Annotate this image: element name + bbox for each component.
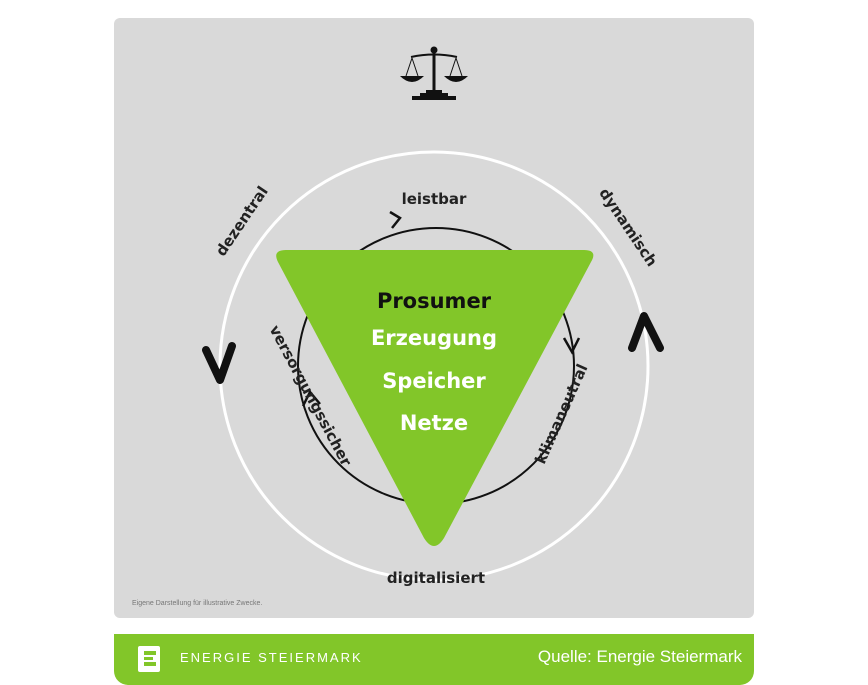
cycle-diagram: Prosumer Erzeugung Speicher Netze dezent… (202, 46, 664, 587)
energie-steiermark-logo-icon (138, 646, 160, 672)
center-item-erzeugung: Erzeugung (371, 326, 497, 350)
scales-of-justice-icon (400, 46, 468, 100)
illustration-note: Eigene Darstellung für illustrative Zwec… (132, 600, 263, 607)
label-digitalisiert: digitalisiert (387, 569, 485, 587)
label-klimaneutral: klimaneutral (531, 361, 591, 466)
diagram-panel: Prosumer Erzeugung Speicher Netze dezent… (114, 18, 754, 618)
outer-circle (218, 150, 650, 582)
footer-bar: ENERGIE STEIERMARK Quelle: Energie Steie… (114, 634, 754, 685)
arrow-up-icon (628, 312, 664, 352)
center-item-prosumer: Prosumer (377, 289, 492, 313)
label-dynamisch: dynamisch (595, 185, 661, 270)
center-item-speicher: Speicher (382, 369, 486, 393)
green-triangle (276, 250, 594, 546)
arrow-up-small-icon (301, 389, 321, 407)
arrow-down-small-icon (562, 337, 581, 355)
source-text: Quelle: Energie Steiermark (537, 647, 742, 666)
label-dezentral: dezentral (212, 183, 272, 260)
arrow-down-icon (202, 342, 236, 384)
brand-name: ENERGIE STEIERMARK (180, 650, 363, 665)
label-leistbar: leistbar (402, 190, 467, 208)
center-item-netze: Netze (400, 411, 468, 435)
arrow-right-icon (389, 210, 402, 229)
